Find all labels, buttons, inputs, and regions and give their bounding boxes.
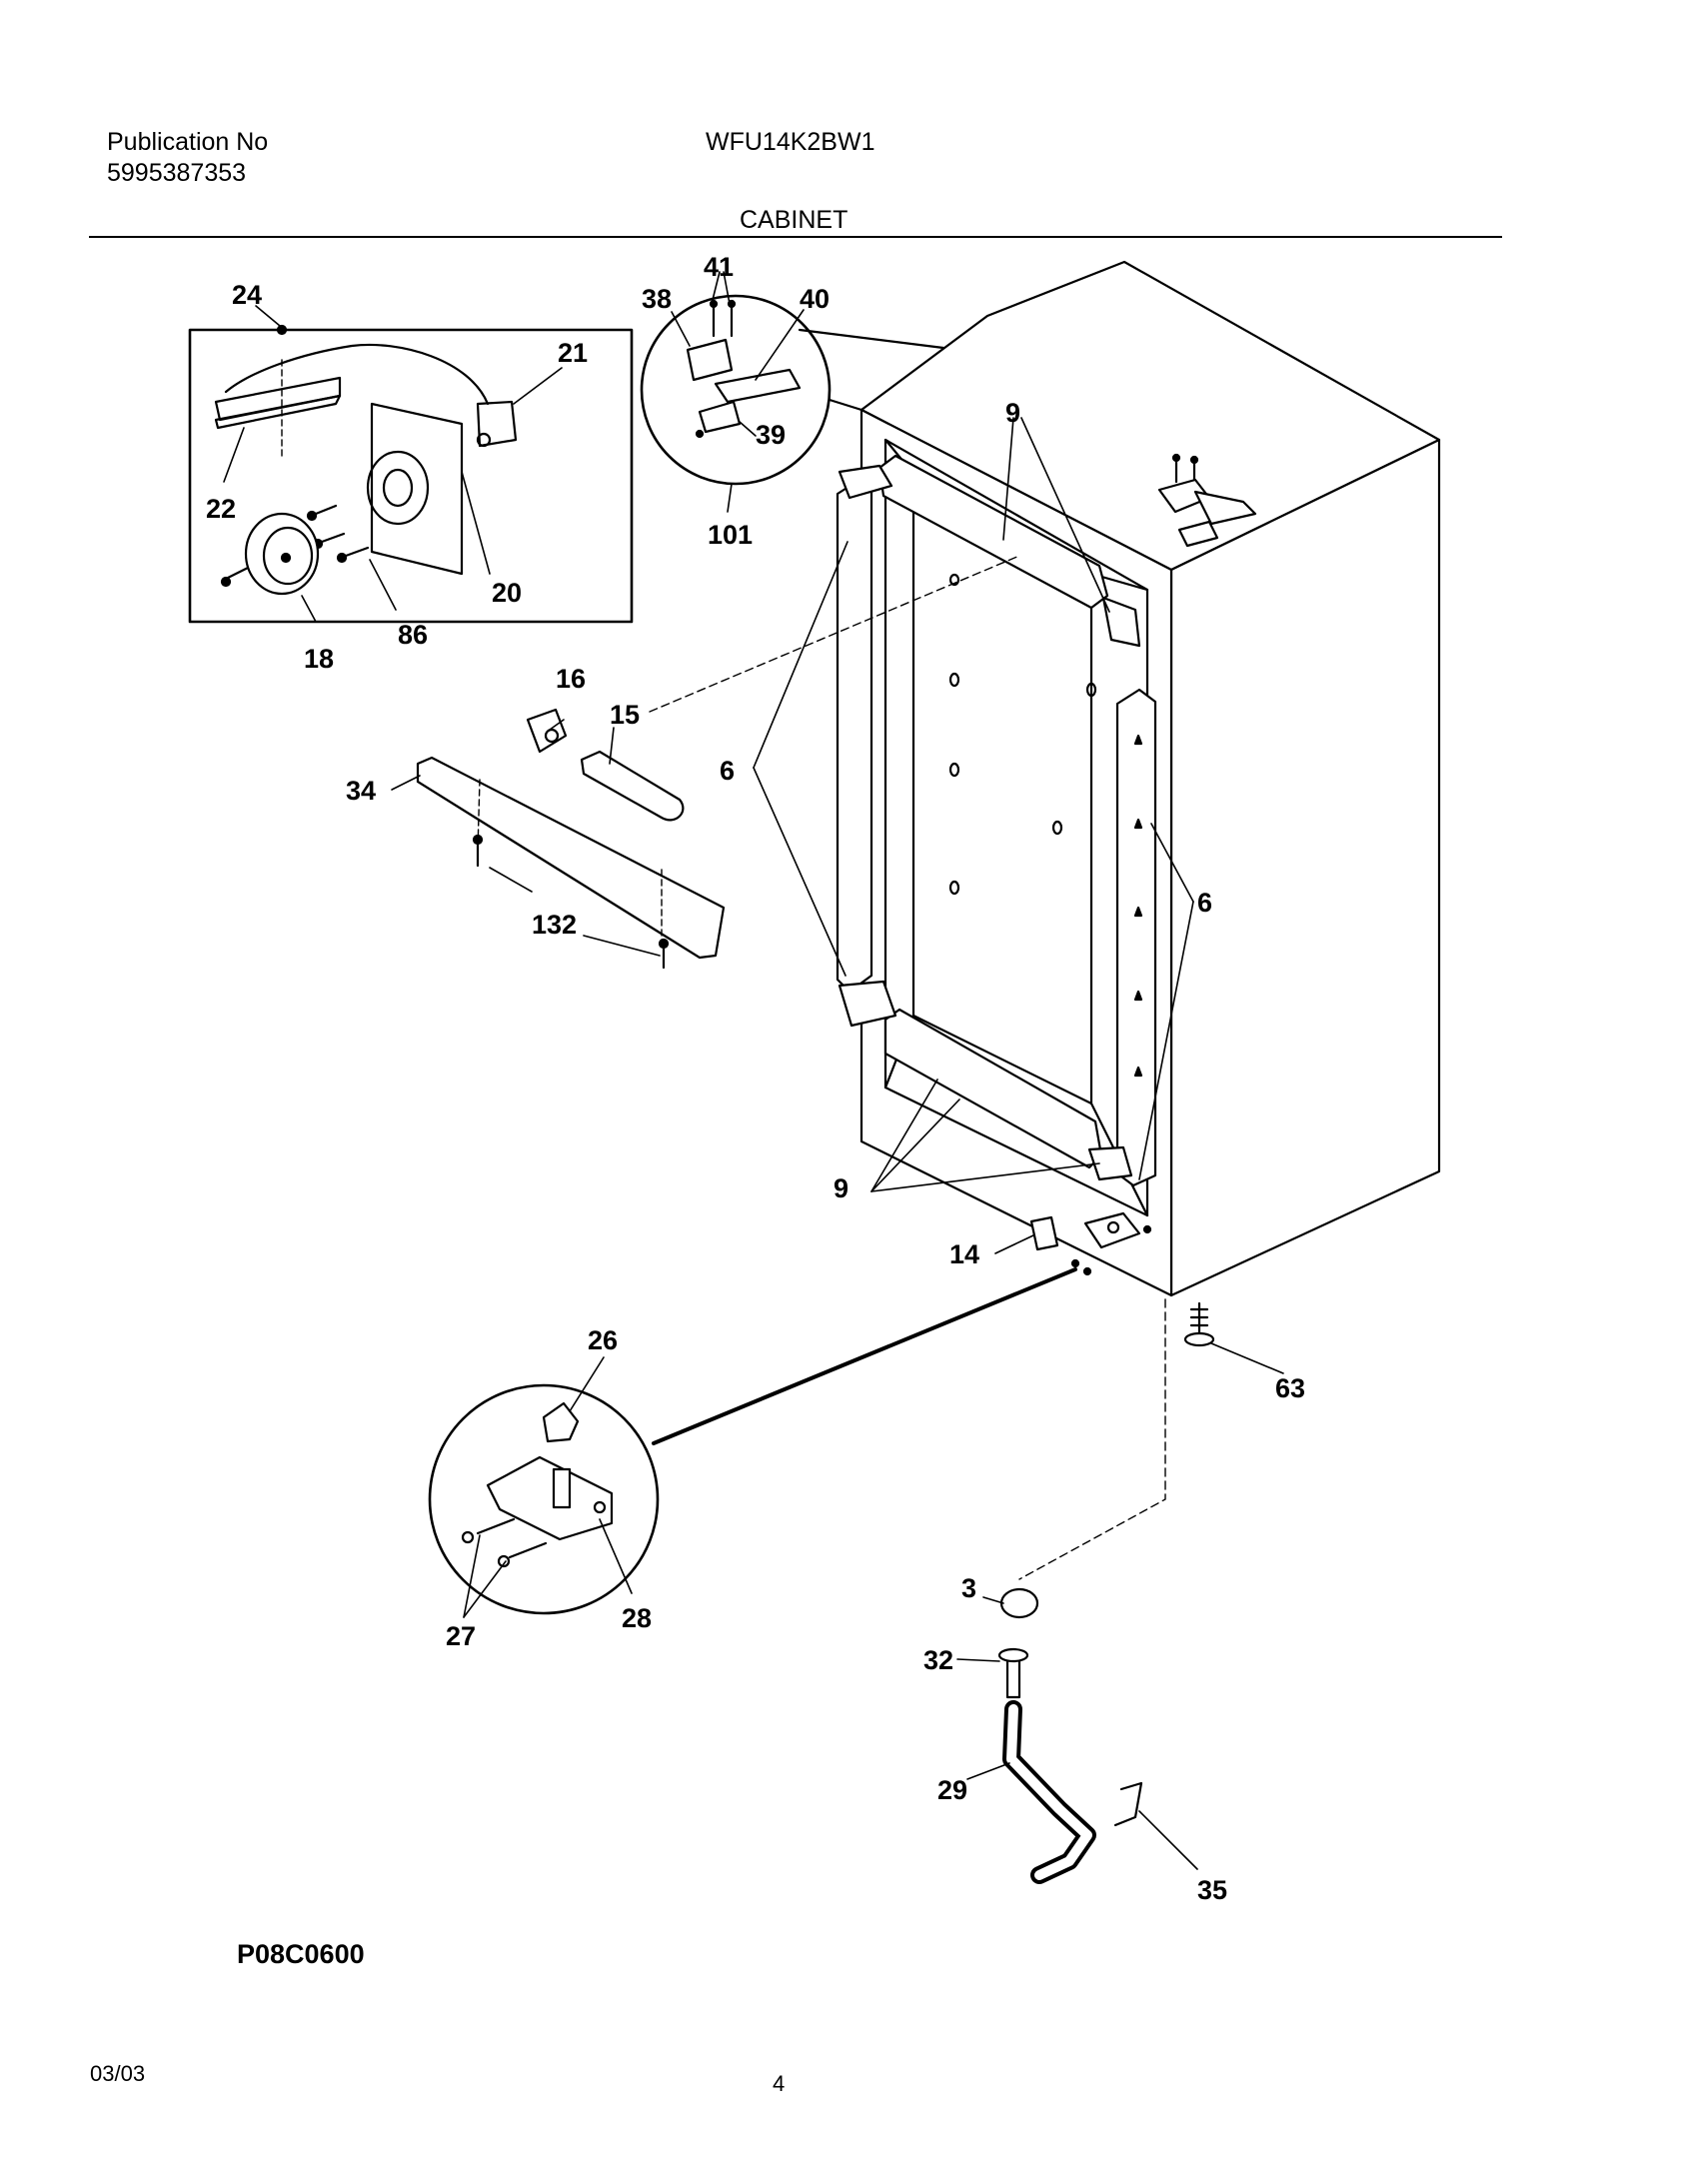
page-number: 4: [773, 2071, 786, 2096]
callout-63: 63: [1275, 1373, 1305, 1403]
callout-16: 16: [556, 664, 586, 694]
control-assembly-inset: [188, 324, 634, 624]
callout-18: 18: [304, 644, 334, 674]
callout-29: 29: [937, 1775, 967, 1805]
callout-28: 28: [622, 1603, 652, 1633]
callout-132: 132: [532, 910, 577, 940]
callout-35: 35: [1197, 1875, 1227, 1905]
lower-hinge-and-switch: [1029, 1211, 1152, 1276]
callout-26: 26: [588, 1325, 618, 1355]
callout-32: 32: [923, 1645, 953, 1675]
callout-9-top: 9: [1005, 398, 1020, 428]
callout-41: 41: [704, 252, 734, 282]
callout-15: 15: [610, 700, 640, 730]
header-rule: [89, 236, 1502, 238]
callout-40: 40: [800, 284, 830, 314]
model-number: WFU14K2BW1: [706, 128, 875, 156]
callout-27: 27: [446, 1621, 476, 1651]
rail-and-light: [416, 555, 1020, 970]
callout-numbers: 24 21 22 20 18 86 41 38 40 39 101 9 6 6 …: [206, 252, 1305, 1905]
callout-20: 20: [492, 578, 522, 608]
callout-22: 22: [206, 494, 236, 524]
callout-24: 24: [232, 280, 262, 310]
callout-6-right: 6: [1197, 888, 1212, 918]
drain-and-leveler: [997, 1298, 1215, 1884]
callout-21: 21: [558, 338, 588, 368]
door-gaskets: [836, 454, 1157, 1187]
callout-6-left: 6: [720, 756, 735, 786]
callout-86: 86: [398, 620, 428, 650]
callout-38: 38: [642, 284, 672, 314]
callout-14: 14: [949, 1239, 979, 1269]
callout-34: 34: [346, 776, 376, 806]
publication-number: 5995387353: [107, 159, 247, 187]
section-title: CABINET: [740, 206, 849, 234]
callout-39: 39: [756, 420, 786, 450]
leader-lines: [223, 271, 1284, 1870]
upper-hinge-on-cabinet: [1157, 453, 1257, 548]
callout-3: 3: [961, 1573, 976, 1603]
callout-101: 101: [708, 520, 753, 550]
publication-label: Publication No: [107, 128, 269, 156]
callout-9-bottom: 9: [834, 1173, 849, 1203]
publication-date: 03/03: [90, 2061, 146, 2086]
lower-hinge-inset: [428, 1267, 1077, 1615]
figure-code: P08C0600: [237, 1939, 365, 1969]
